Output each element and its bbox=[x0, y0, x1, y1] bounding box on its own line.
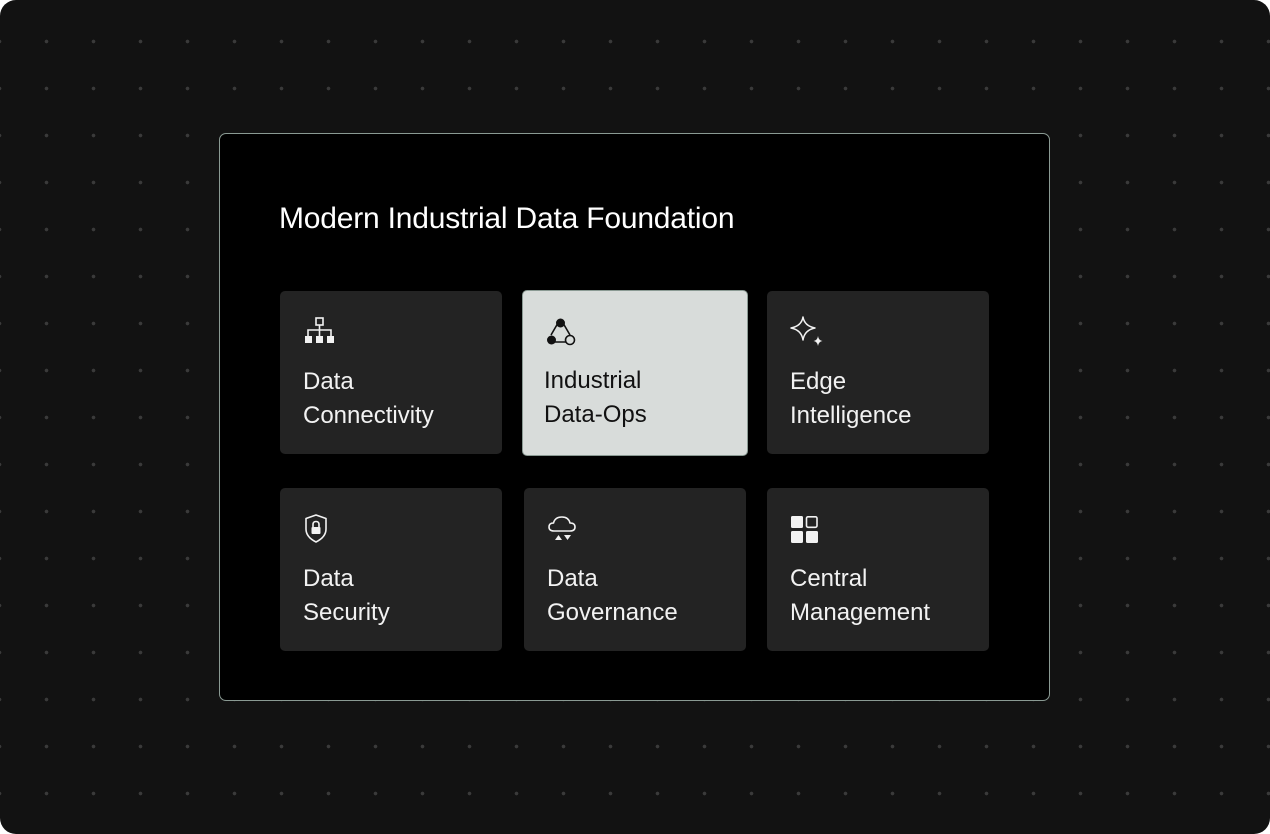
card-label: Data Connectivity bbox=[303, 368, 434, 429]
grid-squares-icon bbox=[791, 516, 818, 543]
panel-title: Modern Industrial Data Foundation bbox=[279, 202, 735, 235]
hierarchy-icon bbox=[305, 317, 334, 343]
card-data-security[interactable]: Data Security bbox=[280, 488, 502, 651]
card-industrial-data-ops[interactable]: Industrial Data-Ops bbox=[522, 290, 748, 456]
card-label: Edge Intelligence bbox=[790, 368, 912, 429]
card-label: Data Security bbox=[303, 565, 390, 626]
card-label: Data Governance bbox=[547, 565, 678, 626]
sparkle-icon bbox=[790, 316, 823, 346]
nodes-cycle-icon bbox=[547, 318, 576, 346]
card-edge-intelligence[interactable]: Edge Intelligence bbox=[767, 291, 989, 454]
card-data-connectivity[interactable]: Data Connectivity bbox=[280, 291, 502, 454]
foundation-panel: Modern Industrial Data Foundation Data C… bbox=[219, 133, 1050, 701]
cloud-sync-icon bbox=[548, 516, 576, 540]
card-label: Industrial Data-Ops bbox=[544, 367, 647, 428]
shield-lock-icon bbox=[305, 514, 327, 543]
card-data-governance[interactable]: Data Governance bbox=[524, 488, 746, 651]
card-central-management[interactable]: Central Management bbox=[767, 488, 989, 651]
card-label: Central Management bbox=[790, 565, 931, 626]
